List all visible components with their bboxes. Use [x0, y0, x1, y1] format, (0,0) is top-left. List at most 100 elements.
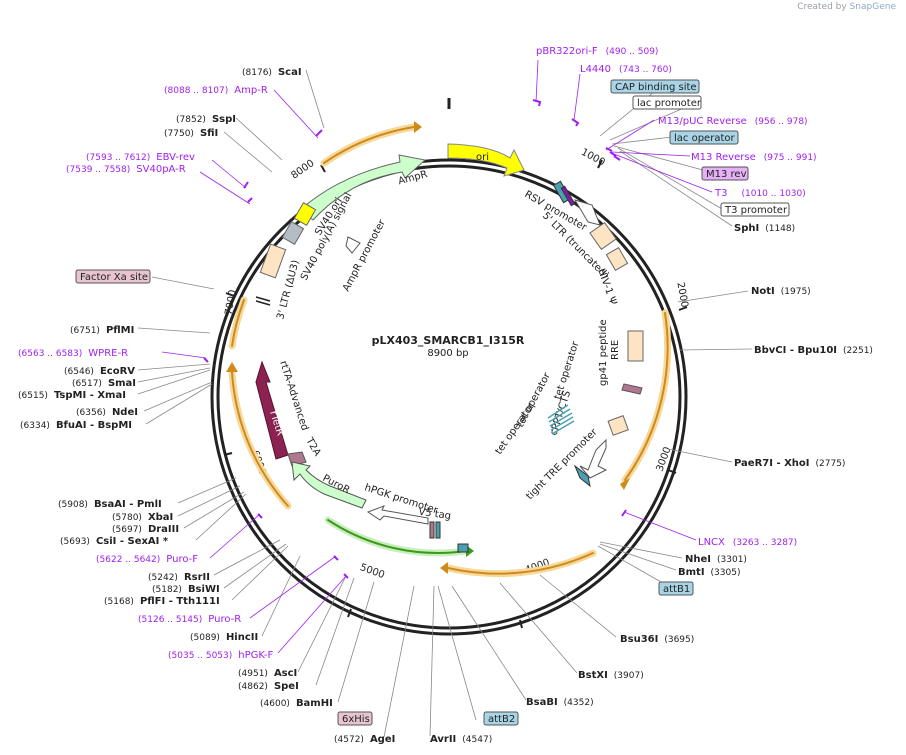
box-attb1-label: attB1 — [663, 584, 690, 595]
primer-sv40pa-r: (7539 .. 7558)SV40pA-R — [66, 164, 186, 175]
sv40-ori-feature — [293, 202, 317, 226]
tick-label-1000: 1000 — [579, 147, 607, 169]
backbone-inner — [216, 164, 682, 630]
site-bsu36i: Bsu36I(3695) — [620, 634, 694, 645]
rre-label: RRE — [610, 340, 621, 360]
site-asci: (4951)AscI — [238, 668, 297, 679]
restriction-sites: (8176)ScaI (7852)SspI (7750)SfiI (6751)P… — [18, 67, 873, 745]
rtta-feature — [255, 360, 289, 460]
credit-prefix: Created by — [797, 2, 847, 12]
box-cap-binding-site-label: CAP binding site — [615, 82, 697, 93]
site-bsabi: BsaBI(4352) — [526, 697, 594, 708]
ltr5-arrow — [573, 199, 601, 226]
arrowhead — [620, 478, 630, 490]
box-m13-rev — [701, 166, 749, 181]
ampR-promoter-label: AmpR promoter — [341, 217, 388, 293]
boxed-features: CAP binding site lac promoter lac operat… — [75, 79, 790, 726]
tick-marks — [223, 159, 688, 629]
primer-m13-reverse: M13 Reverse(975 .. 991) — [691, 152, 817, 163]
arrowhead — [226, 362, 238, 372]
site-bfuai-bspmi: (6334)BfuAI - BspMI — [20, 420, 132, 431]
box-attb2 — [483, 711, 519, 726]
tet-operator-block — [547, 404, 575, 435]
primer-ebv-rev: (7593 .. 7612)EBV-rev — [86, 152, 195, 163]
v5-tag-features — [429, 521, 469, 553]
site-spei: (4862)SpeI — [238, 681, 299, 692]
cppt-feature — [607, 415, 629, 436]
box-lac-promoter-label: lac promoter — [637, 98, 702, 109]
gp41-label: gp41 peptide — [598, 319, 609, 386]
site-sphi: SphI(1148) — [734, 223, 795, 234]
site-pflmi: (6751)PflMI — [70, 325, 134, 336]
tre-promoter-marker — [573, 464, 591, 488]
ori-feature — [447, 143, 525, 177]
hpgk-promoter-arrow — [366, 505, 429, 525]
primer-lncx: LNCX(3263 .. 3287) — [698, 537, 797, 548]
box-t3-promoter-label: T3 promoter — [724, 205, 788, 216]
box-factor-xa-site — [75, 269, 151, 284]
site-smai: (6517)SmaI — [72, 378, 136, 389]
ltr3-feature — [259, 243, 287, 279]
arrowhead — [440, 562, 448, 574]
site-agei: (4572)AgeI — [334, 734, 395, 745]
primer-labels: pBR322ori-F(490 .. 509) L4440(743 .. 760… — [18, 46, 817, 661]
tick-label-7000: 7000 — [224, 289, 239, 316]
t2a-label: T2A — [303, 435, 323, 458]
site-csii-sexai: (5693)CsiI - SexAI * — [60, 536, 169, 547]
site-rsrii: (5242)RsrII — [148, 572, 210, 583]
site-bmti: BmtI(3305) — [678, 567, 740, 578]
primer-puro-r: (5126 .. 5145)Puro-R — [138, 614, 241, 625]
primer-t3: T3(1010 .. 1030) — [714, 188, 806, 199]
box-lac-operator — [669, 130, 739, 145]
site-sfii: (7750)SfiI — [164, 128, 218, 139]
rsv-promoter-feature-2 — [560, 185, 576, 207]
ltr5-feature — [589, 221, 617, 251]
primer-m13-puc-reverse: M13/pUC Reverse(956 .. 978) — [658, 116, 808, 127]
v5-label: V5 tag — [418, 507, 452, 522]
site-bamhi: (4600)BamHI — [260, 698, 333, 709]
primer-hpgk-f: (5035 .. 5053)hPGK-F — [168, 650, 274, 661]
leader-lines — [137, 69, 753, 738]
site-nhei: NheI(3301) — [685, 554, 747, 565]
primer-l4440: L4440(743 .. 760) — [580, 64, 672, 75]
box-factor-xa-site-label: Factor Xa site — [80, 272, 148, 283]
tick-label-2000: 2000 — [674, 281, 689, 308]
box-6xhis-label: 6xHis — [342, 714, 370, 725]
ori-label: ori — [476, 152, 489, 163]
tet-operator-label-3: tet operator — [493, 400, 537, 456]
primer-pbr322ori-f: pBR322ori-F(490 .. 509) — [536, 46, 658, 57]
hiv-psi-feature — [605, 247, 629, 271]
orf-arcs — [228, 123, 672, 578]
ampR-promoter-feature — [345, 236, 361, 254]
primer-amp-r: (8088 .. 8107)Amp-R — [164, 85, 268, 96]
box-lac-operator-label: lac operator — [674, 133, 735, 144]
factor-xa-marker-2 — [255, 296, 271, 302]
site-ndei: (6356)NdeI — [76, 407, 138, 418]
credit-brand: SnapGene — [849, 2, 896, 12]
box-t3-promoter — [720, 202, 790, 217]
factor-xa-marker — [255, 300, 271, 306]
backbone-outer — [210, 158, 688, 636]
site-bstxi: BstXI(3907) — [578, 670, 644, 681]
hiv-psi-label: HIV-1 Ψ — [595, 267, 618, 306]
plasmid-size: 8900 bp — [427, 348, 468, 359]
site-noti: NotI(1975) — [751, 286, 811, 297]
site-hincii: (5089)HincII — [190, 632, 258, 643]
tre-promoter-arrow — [579, 438, 608, 479]
arrowhead — [414, 121, 422, 133]
site-sspi: (7852)SspI — [176, 114, 236, 125]
rre-feature — [627, 330, 644, 362]
site-pflfi-tth111i: (5168)PflFI - Tth111I — [104, 596, 220, 607]
orf-arc-bottom — [444, 549, 597, 578]
site-bsiwi: (5182)BsiWI — [152, 584, 220, 595]
site-avrii: AvrII(4547) — [430, 734, 492, 745]
primer-leader-lines — [161, 59, 713, 654]
puror-feature — [291, 461, 367, 509]
box-cap-binding-site — [610, 79, 700, 94]
snapgene-credit: Created by SnapGene — [797, 2, 896, 12]
site-scai: (8176)ScaI — [242, 67, 302, 78]
site-ecorv: (6546)EcoRV — [64, 366, 135, 377]
box-m13-rev-label: M13 rev — [706, 169, 747, 180]
primer-marks — [203, 99, 627, 579]
tick-label-8000: 8000 — [289, 158, 316, 182]
